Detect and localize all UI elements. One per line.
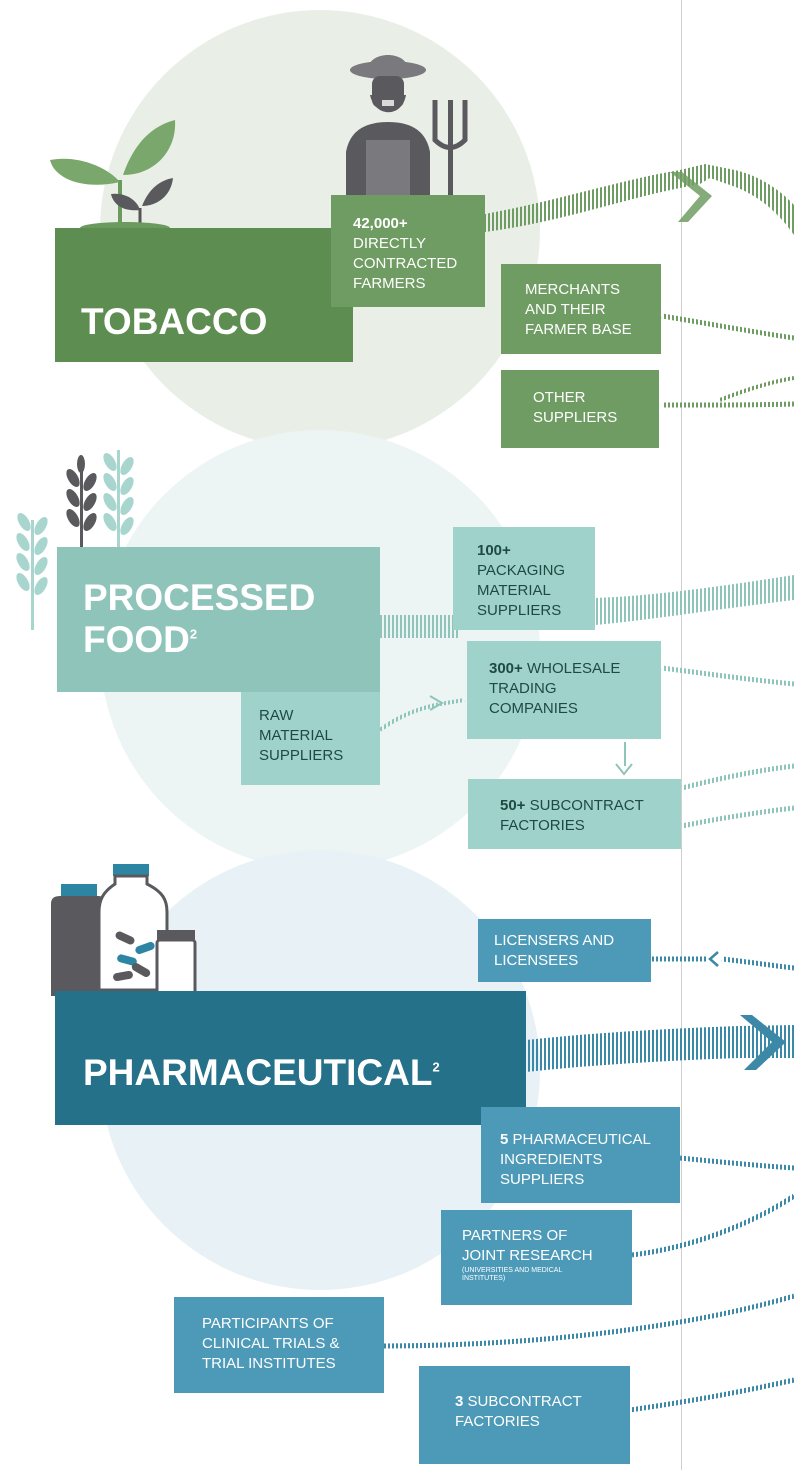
merchants-line3: FARMER BASE [525, 321, 632, 338]
research-note1: (UNIVERSITIES AND MEDICAL [462, 1267, 563, 1274]
flow-food-big [380, 615, 460, 638]
flow-sub-out2 [681, 805, 794, 829]
pharma-title: PHARMACEUTICAL2 [83, 1051, 440, 1095]
clinical-box: PARTICIPANTS OF CLINICAL TRIALS & TRIAL … [174, 1297, 384, 1393]
pharma-factories-line2: FACTORIES [455, 1413, 540, 1430]
wholesale-line1: WHOLESALE [526, 660, 621, 677]
food-subcontract-count: 50+ [500, 797, 526, 814]
food-title-line2: FOOD [83, 619, 190, 660]
clinical-line2: CLINICAL TRIALS & [202, 1335, 340, 1352]
raw-line3: SUPPLIERS [259, 747, 344, 764]
clinical-line1: PARTICIPANTS OF [202, 1315, 334, 1332]
other-line2: SUPPLIERS [533, 409, 618, 426]
merchants-line2: AND THEIR [525, 301, 606, 318]
research-line1: PARTNERS OF [462, 1227, 568, 1244]
flow-down-head [615, 763, 633, 776]
ingredients-box: 5 PHARMACEUTICAL INGREDIENTS SUPPLIERS [481, 1107, 680, 1203]
pharma-factories-count: 3 [455, 1393, 464, 1410]
raw-line1: RAW [259, 707, 294, 724]
packaging-line2: MATERIAL [477, 582, 551, 599]
wholesale-line2: TRADING [489, 680, 557, 697]
flow-pharma-big [526, 1025, 794, 1072]
wholesale-box: 300+ WHOLESALE TRADING COMPANIES [467, 641, 661, 739]
tobacco-title: TOBACCO [81, 301, 268, 342]
flow-wholesale-out [661, 665, 794, 687]
raw-line2: MATERIAL [259, 727, 333, 744]
packaging-box: 100+ PACKAGING MATERIAL SUPPLIERS [453, 527, 595, 630]
flow-merchants [661, 313, 794, 341]
food-title-box: PROCESSED FOOD2 [57, 547, 380, 692]
divider-line [681, 0, 682, 1470]
packaging-count: 100+ [477, 542, 511, 559]
research-note2: INSTITUTES) [462, 1275, 506, 1282]
flow-ingredients [679, 1155, 794, 1171]
ingredients-count: 5 [500, 1131, 509, 1148]
licensers-box: LICENSERS AND LICENSEES [478, 919, 651, 982]
farmers-count: 42,000+ [353, 215, 408, 232]
research-box: PARTNERS OF JOINT RESEARCH (UNIVERSITIES… [441, 1210, 632, 1305]
wheat-icon [16, 450, 134, 630]
food-title-sup: 2 [189, 626, 198, 642]
medicine-bottles-icon [51, 864, 197, 996]
flow-food-big-out [595, 575, 794, 625]
other-line1: OTHER [533, 389, 586, 406]
licensers-line1: LICENSERS AND [494, 932, 615, 949]
flow-other [661, 401, 794, 408]
merchants-line1: MERCHANTS [525, 281, 621, 298]
merchants-box: MERCHANTS AND THEIR FARMER BASE [501, 264, 661, 354]
farmers-line1: DIRECTLY [353, 235, 427, 252]
packaging-line3: SUPPLIERS [477, 602, 562, 619]
ingredients-line1: PHARMACEUTICAL [512, 1131, 651, 1148]
food-title-line1: PROCESSED [83, 577, 316, 618]
food-title: PROCESSED FOOD2 [83, 577, 315, 661]
flow-licensers-right [721, 956, 794, 971]
flow-other-curve [719, 376, 794, 402]
farmers-box: 42,000+ DIRECTLY CONTRACTED FARMERS [331, 195, 485, 307]
research-line2: JOINT RESEARCH [462, 1247, 593, 1264]
wholesale-line3: COMPANIES [489, 700, 578, 717]
tobacco-plant-icon [50, 120, 176, 230]
other-suppliers-box: OTHER SUPPLIERS [501, 370, 659, 448]
farmers-line3: FARMERS [353, 275, 426, 292]
raw-material-box: RAW MATERIAL SUPPLIERS [241, 692, 380, 785]
ingredients-line3: SUPPLIERS [500, 1171, 585, 1188]
flow-farmers-chevron [670, 172, 712, 222]
pharma-title-text: PHARMACEUTICAL [83, 1052, 433, 1093]
ingredients-line2: INGREDIENTS [500, 1151, 603, 1168]
farmers-line2: CONTRACTED [353, 255, 458, 272]
food-subcontract-line1: SUBCONTRACT [529, 797, 644, 814]
flow-licensers-head [708, 951, 719, 967]
flow-clinical [383, 1293, 794, 1349]
farmer-icon [346, 55, 468, 200]
tobacco-title-box: TOBACCO [55, 228, 353, 362]
flow-research [631, 1193, 794, 1258]
flow-farmers-arrow [485, 164, 794, 235]
flow-raw-arrowhead [429, 695, 444, 711]
food-subcontract-line2: FACTORIES [500, 817, 585, 834]
pharma-title-box: PHARMACEUTICAL2 [55, 991, 526, 1125]
flow-pharma-chevron [740, 1015, 786, 1070]
pharma-factories-line1: SUBCONTRACT [467, 1393, 582, 1410]
clinical-line3: TRIAL INSTITUTES [202, 1355, 336, 1372]
flow-sub-out1 [681, 763, 794, 791]
food-subcontract-box: 50+ SUBCONTRACT FACTORIES [468, 779, 681, 849]
pharma-factories-box: 3 SUBCONTRACT FACTORIES [419, 1366, 630, 1464]
licensers-line2: LICENSEES [494, 952, 579, 969]
wholesale-count: 300+ [489, 660, 523, 677]
packaging-line1: PACKAGING [477, 562, 566, 579]
flow-raw-wholesale [378, 698, 465, 732]
pharma-title-sup: 2 [432, 1059, 440, 1075]
flow-factories [629, 1377, 794, 1413]
